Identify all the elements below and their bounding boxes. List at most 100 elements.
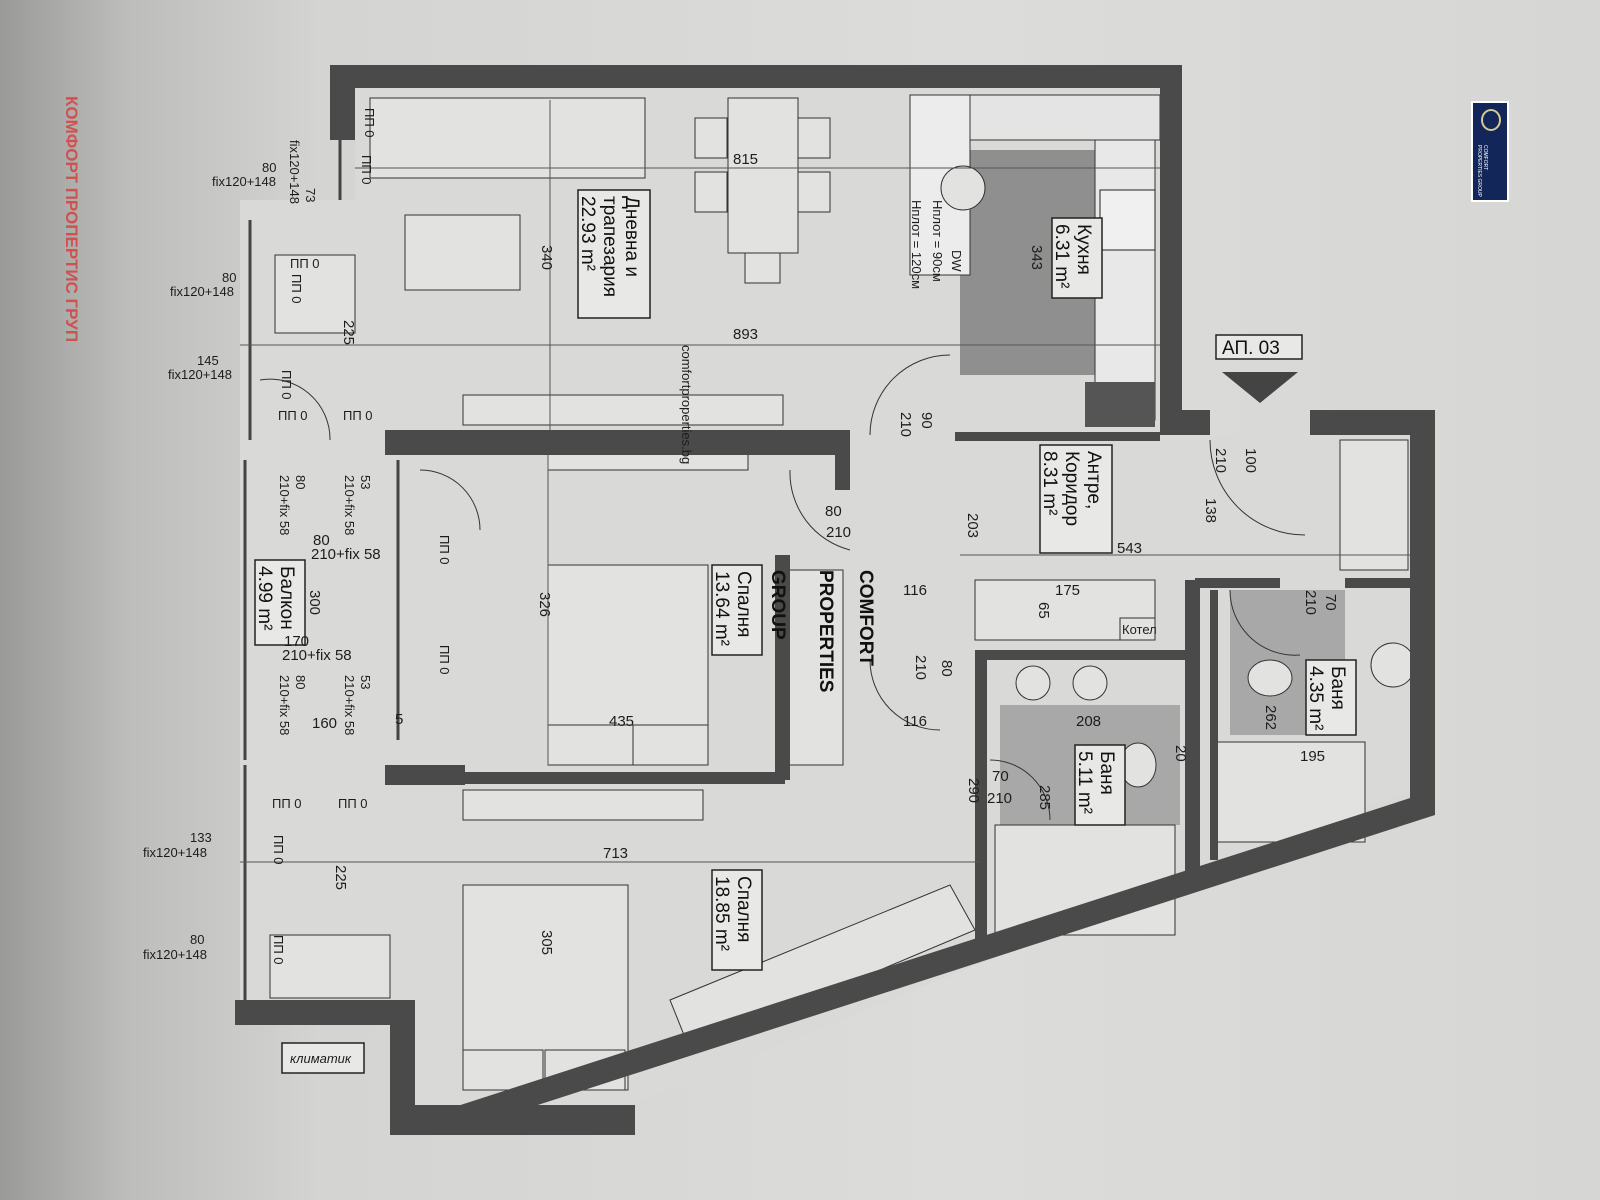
walls [235, 65, 1435, 1135]
window-width-label: 80 [222, 270, 236, 285]
dimension-label: 20 [1172, 745, 1189, 762]
bedroom-label [711, 564, 763, 656]
window-height-label: fix120+148 [287, 140, 302, 204]
bathroom-label-area: 5.11 m² [1074, 751, 1095, 814]
door-code-label: ПП 0 [289, 274, 304, 304]
dining-table [727, 97, 799, 254]
living-room-label-name2: трапезария [599, 196, 620, 297]
bedroom-label-area: 13.64 m² [711, 571, 732, 646]
door-code-label: ПП 0 [290, 256, 320, 271]
window-width-label: 80 [262, 160, 276, 175]
dimension-label: 210+fix 58 [282, 647, 352, 664]
dimension-label: 80 [313, 532, 330, 549]
dimension-label: 210 [912, 655, 929, 680]
center-watermark-url: comfortproperties.bg [679, 345, 694, 464]
dimension-label: 5 [395, 711, 403, 728]
dimension-label: 210 [897, 412, 914, 437]
center-watermark: GROUP [767, 570, 788, 640]
ac-unit-box [281, 1042, 365, 1074]
bathroom-label-name: Баня [1096, 751, 1117, 795]
company-logo: COMFORT PROPERTIES GROUP [1471, 101, 1509, 202]
ac-unit-label: климатик [290, 1051, 352, 1066]
desk [269, 934, 391, 999]
window-height-label: fix120+148 [170, 284, 234, 299]
dimension-label: 90 [918, 412, 935, 429]
bathtub [994, 824, 1176, 936]
dimension-label: 326 [536, 592, 553, 617]
dimension-label: 70 [1322, 594, 1339, 611]
dimension-label: 290 [965, 778, 982, 803]
dimension-label: 210+fix 58 [277, 475, 292, 535]
wardrobe [1339, 439, 1409, 571]
boiler-label: Котел [1122, 622, 1157, 637]
bathroom-label-name: Баня [1327, 666, 1348, 710]
side-watermark: КОМФОРТ ПРОПЕРТИС ГРУП [62, 96, 81, 342]
sink [1072, 665, 1108, 701]
dimension-label: 160 [312, 715, 337, 732]
dimension-label: 80 [938, 660, 955, 677]
door-code-label: ПП 0 [338, 796, 368, 811]
window-height-label: fix120+148 [212, 174, 276, 189]
dimension-label: 305 [538, 930, 555, 955]
dimension-label: 138 [1202, 498, 1219, 523]
dimension-label: 210+fix 58 [311, 546, 381, 563]
dimension-label: 80 [293, 675, 308, 689]
bed [547, 564, 709, 751]
window-height-label: fix120+148 [168, 367, 232, 382]
apartment-number: АП. 03 [1222, 338, 1280, 359]
glazing [243, 140, 400, 1000]
dimension-label: 210 [1212, 448, 1229, 473]
kitchen-counter [909, 94, 1161, 427]
living-room-label-name: Дневна и [621, 196, 642, 277]
counter-height-label: Hплот = 90см [930, 200, 945, 282]
dimension-label: 435 [609, 713, 634, 730]
bedroom-label [711, 869, 763, 971]
counter-height-label: Hплот = 120см [909, 200, 924, 289]
door-code-label: ПП 0 [271, 935, 286, 965]
dimension-label: 210 [826, 524, 851, 541]
balcony-label-name: Балкон [276, 566, 297, 630]
door-code-label: ПП 0 [279, 370, 294, 400]
tv-unit [462, 394, 784, 426]
dimension-label: 65 [1035, 602, 1052, 619]
door-code-label: ПП 0 [437, 645, 452, 675]
bedroom-label-name: Спалня [733, 571, 754, 637]
apartment-number-box [1215, 334, 1303, 360]
door-code-label: ПП 0 [278, 408, 308, 423]
dimension-label: 80 [293, 475, 308, 489]
entrance-arrow-icon [1222, 372, 1298, 403]
bathroom-label-area: 4.35 m² [1305, 666, 1326, 730]
dimension-label: 262 [1262, 705, 1279, 730]
boiler-box [1119, 617, 1156, 641]
center-watermark: PROPERTIES [815, 570, 836, 692]
sink [1370, 642, 1416, 688]
living-room-label-area: 22.93 m² [577, 196, 598, 271]
hallway-label [1039, 444, 1113, 554]
window-width-label: 73 [303, 188, 318, 202]
fridge [1085, 382, 1155, 427]
door-swings [259, 354, 1306, 821]
hallway-label-area: 8.31 m² [1039, 451, 1060, 515]
hallway-label-name: Антре, [1083, 451, 1104, 509]
kitchen-label-name: Кухня [1073, 224, 1094, 275]
logo-emblem-icon [1481, 109, 1501, 131]
sink [1015, 665, 1051, 701]
living-room-label [577, 189, 651, 319]
coffee-table [404, 214, 521, 291]
door-code-label: ПП 0 [362, 108, 377, 138]
bedroom-label-area: 18.85 m² [711, 876, 732, 951]
dimension-label: 543 [1117, 540, 1142, 557]
dimension-label: 116 [903, 713, 927, 730]
dimension-label: 210+fix 58 [342, 675, 357, 735]
dimension-label: 80 [825, 503, 842, 520]
dimension-label: 210+fix 58 [342, 475, 357, 535]
dimension-label: 203 [964, 513, 981, 538]
door-code-label: ПП 0 [437, 535, 452, 565]
dimension-label: 208 [1076, 713, 1101, 730]
dimension-label: 100 [1242, 448, 1259, 473]
bathroom-label [1305, 659, 1357, 736]
door-code-label: ПП 0 [272, 796, 302, 811]
door-code-label: ПП 0 [359, 155, 374, 185]
